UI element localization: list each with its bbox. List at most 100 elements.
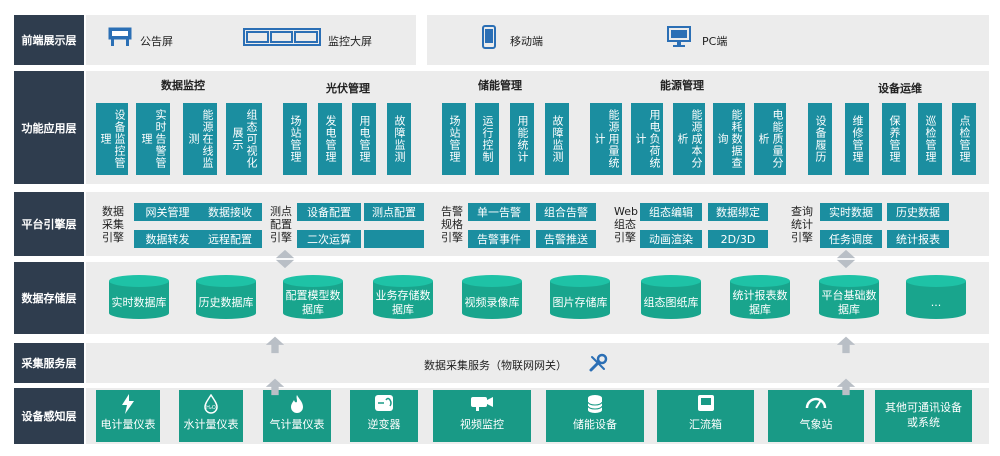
engine-tile[interactable] <box>364 230 424 248</box>
cylinder-body <box>819 281 879 319</box>
flow-arrow <box>265 336 285 354</box>
function-tile[interactable]: 用电管理 <box>352 103 376 175</box>
device-tile[interactable]: 电计量仪表 <box>96 390 160 442</box>
engine-tile[interactable]: 任务调度 <box>820 230 882 248</box>
database-cylinder[interactable]: 历史数据库 <box>196 275 256 325</box>
cylinder-top <box>283 275 343 287</box>
function-tile[interactable]: 电能质量分析 <box>754 103 786 175</box>
device-tile[interactable]: 汇流箱 <box>657 390 754 442</box>
device-label: 汇流箱 <box>689 418 722 431</box>
database-label: 图片存储库 <box>552 295 608 309</box>
cylinder-body <box>283 281 343 319</box>
device-label: 水计量仪表 <box>183 418 239 431</box>
frontend-item-pc: PC端 <box>702 35 728 48</box>
engine-tile[interactable]: 告警事件 <box>468 230 530 248</box>
device-label: 储能设备 <box>573 418 617 431</box>
function-tile[interactable]: 能源在线监测 <box>183 103 217 175</box>
layer-label-frontend: 前端展示层 <box>14 15 84 65</box>
engine-tile[interactable]: 2D/3D <box>708 230 768 248</box>
svg-text:H₂O: H₂O <box>206 405 216 411</box>
function-tile[interactable]: 能源用量统计 <box>590 103 622 175</box>
engine-tile[interactable]: 历史数据 <box>887 203 949 221</box>
engine-tile[interactable]: 动画渲染 <box>640 230 702 248</box>
cylinder-top <box>819 275 879 287</box>
function-tile[interactable]: 能耗数据查询 <box>713 103 745 175</box>
function-tile[interactable]: 运行控制 <box>475 103 499 175</box>
engine-tile[interactable]: 数据绑定 <box>708 203 768 221</box>
database-cylinder[interactable]: ... <box>906 275 966 325</box>
database-cylinder[interactable]: 视频录像库 <box>462 275 522 325</box>
device-label: 电计量仪表 <box>100 418 156 431</box>
database-cylinder[interactable]: 业务存储数据库 <box>373 275 433 325</box>
function-tile[interactable]: 用能统计 <box>510 103 534 175</box>
function-tile[interactable]: 场站管理 <box>283 103 307 175</box>
function-tile[interactable]: 巡检管理 <box>918 103 942 175</box>
database-icon <box>546 394 644 419</box>
engine-tile[interactable]: 告警推送 <box>536 230 596 248</box>
layer-label-collect: 采集服务层 <box>14 343 84 383</box>
cylinder-top <box>641 275 701 287</box>
device-label: 气计量仪表 <box>269 418 325 431</box>
device-tile[interactable]: 其他可通讯设备或系统 <box>875 390 972 442</box>
device-tile[interactable]: 视频监控 <box>433 390 531 442</box>
device-tile[interactable]: 气计量仪表 <box>263 390 331 442</box>
engine-tile[interactable]: 远程配置 <box>198 230 262 248</box>
engine-label-point: 测点配置引擎 <box>270 205 292 244</box>
device-tile[interactable]: 气象站 <box>768 390 864 442</box>
function-tile[interactable]: 故障监测 <box>545 103 569 175</box>
database-cylinder[interactable]: 组态图纸库 <box>641 275 701 325</box>
database-label: 历史数据库 <box>198 295 254 309</box>
device-tile[interactable]: H₂O 水计量仪表 <box>179 390 243 442</box>
engine-tile[interactable]: 统计报表 <box>887 230 949 248</box>
engine-label-collect: 数据采集引擎 <box>102 205 124 244</box>
function-tile[interactable]: 设备监控管理 <box>96 103 128 175</box>
engine-tile[interactable]: 数据转发 <box>134 230 201 248</box>
gauge-icon <box>768 394 864 415</box>
cylinder-body <box>373 281 433 319</box>
engine-label-web: Web组态引擎 <box>614 205 638 244</box>
function-tile[interactable]: 实时告警管理 <box>136 103 170 175</box>
frontend-item-bigscreen: 监控大屏 <box>328 35 372 48</box>
flow-arrow <box>836 378 856 396</box>
engine-tile[interactable]: 组态编辑 <box>640 203 702 221</box>
database-cylinder[interactable]: 平台基础数据库 <box>819 275 879 325</box>
mobile-icon <box>482 25 496 49</box>
device-tile[interactable]: 逆变器 <box>350 390 418 442</box>
cylinder-body <box>550 281 610 319</box>
function-tile[interactable]: 故障监测 <box>387 103 411 175</box>
lightning-icon <box>96 394 160 419</box>
engine-tile[interactable]: 测点配置 <box>364 203 424 221</box>
function-tile[interactable]: 点检管理 <box>952 103 976 175</box>
database-cylinder[interactable]: 实时数据库 <box>109 275 169 325</box>
function-tile[interactable]: 组态可视化展示 <box>226 103 262 175</box>
bulletin-screen-icon <box>108 27 132 46</box>
layer-label-engine: 平台引擎层 <box>14 192 84 256</box>
engine-tile[interactable]: 实时数据 <box>820 203 882 221</box>
engine-tile[interactable]: 设备配置 <box>297 203 361 221</box>
function-tile[interactable]: 保养管理 <box>882 103 906 175</box>
frontend-band-left <box>86 15 416 65</box>
function-tile[interactable]: 维修管理 <box>845 103 869 175</box>
cylinder-top <box>730 275 790 287</box>
database-cylinder[interactable]: 配置模型数据库 <box>283 275 343 325</box>
engine-label-alarm: 告警规格引擎 <box>441 205 463 244</box>
database-label: 平台基础数据库 <box>821 288 877 316</box>
flow-arrow <box>836 336 856 354</box>
function-tile[interactable]: 设备履历 <box>808 103 832 175</box>
function-tile[interactable]: 场站管理 <box>442 103 466 175</box>
function-tile[interactable]: 发电管理 <box>318 103 342 175</box>
engine-tile[interactable]: 数据接收 <box>198 203 262 221</box>
engine-tile[interactable]: 组合告警 <box>536 203 596 221</box>
database-cylinder[interactable]: 图片存储库 <box>550 275 610 325</box>
device-tile[interactable]: 储能设备 <box>546 390 644 442</box>
engine-tile[interactable]: 二次运算 <box>297 230 361 248</box>
function-group-title: 数据监控 <box>161 79 205 92</box>
database-label: 统计报表数据库 <box>732 288 788 316</box>
pc-icon <box>667 26 691 47</box>
engine-tile[interactable]: 网关管理 <box>134 203 201 221</box>
database-cylinder[interactable]: 统计报表数据库 <box>730 275 790 325</box>
engine-tile[interactable]: 单一告警 <box>468 203 530 221</box>
function-tile[interactable]: 能源成本分析 <box>673 103 705 175</box>
cylinder-top <box>373 275 433 287</box>
function-tile[interactable]: 用电负荷统计 <box>631 103 663 175</box>
